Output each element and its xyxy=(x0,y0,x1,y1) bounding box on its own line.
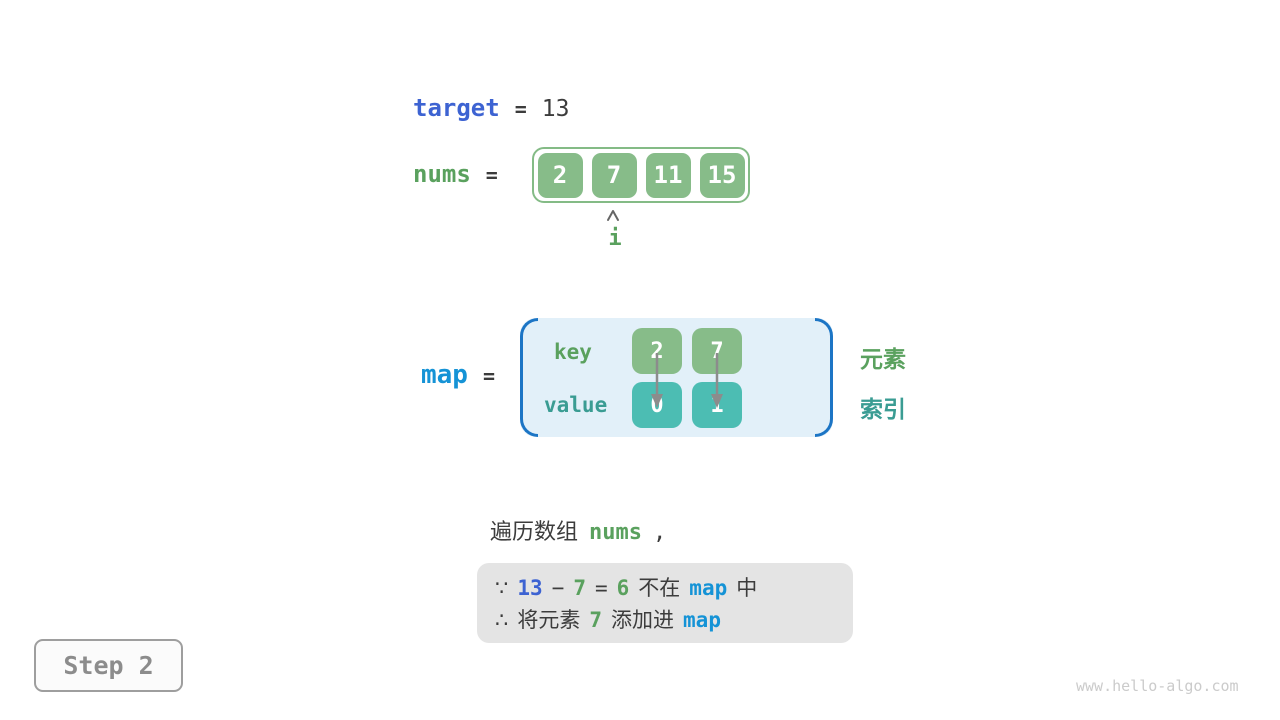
map-table: key value 2 7 0 1 xyxy=(520,318,833,437)
not-in-text: 不在 xyxy=(638,576,681,600)
traverse-caption: 遍历数组 nums , xyxy=(490,514,666,546)
map-value-row-label: value xyxy=(544,393,608,417)
minuend-value: 13 xyxy=(517,576,543,600)
map-code: map xyxy=(683,608,721,632)
map-right-bracket xyxy=(815,318,833,437)
caption-prefix: 遍历数组 xyxy=(490,520,579,545)
map-code: map xyxy=(689,576,728,600)
step-badge: Step 2 xyxy=(34,639,183,692)
therefore-symbol: ∴ xyxy=(495,608,509,632)
add-prefix-text: 将元素 xyxy=(517,608,581,632)
caption-nums-code: nums xyxy=(589,520,642,545)
index-pointer-arrow-icon xyxy=(607,210,619,221)
reasoning-note: ∵ 13 − 7 = 6 不在 map 中 ∴ 将元素 7 添加进 map xyxy=(477,563,853,643)
equals-sign: = xyxy=(594,576,608,600)
in-suffix-text: 中 xyxy=(736,576,758,600)
nums-label: nums xyxy=(413,160,471,188)
step-badge-label: Step 2 xyxy=(63,651,154,680)
target-label: target xyxy=(413,94,500,122)
index-side-label: 索引 xyxy=(860,397,906,423)
index-pointer-label: i xyxy=(608,226,622,251)
watermark: www.hello-algo.com xyxy=(1076,677,1239,695)
map-label: map xyxy=(421,360,468,390)
map-left-bracket xyxy=(520,318,538,437)
key-to-value-arrow-icon xyxy=(651,353,663,408)
nums-assignment: nums = xyxy=(413,160,498,188)
nums-equals-sign: = xyxy=(485,163,498,187)
add-action-text: 添加进 xyxy=(611,608,675,632)
array-cell: 2 xyxy=(537,152,583,198)
subtrahend-value: 7 xyxy=(573,576,586,600)
array-cell: 7 xyxy=(591,152,637,198)
array-cell: 15 xyxy=(699,152,745,198)
element-side-label: 元素 xyxy=(860,347,906,373)
array-cell: 11 xyxy=(645,152,691,198)
note-line-therefore: ∴ 将元素 7 添加进 map xyxy=(495,604,853,634)
difference-value: 6 xyxy=(616,576,630,600)
key-to-value-arrow-icon xyxy=(711,353,723,408)
map-equals-sign: = xyxy=(482,364,496,388)
target-equals-sign: = xyxy=(514,97,527,121)
nums-array: 2 7 11 15 xyxy=(532,147,750,203)
target-assignment: target = 13 xyxy=(413,94,569,122)
map-key-row-label: key xyxy=(554,340,592,364)
caption-comma: , xyxy=(653,520,667,545)
minus-sign: − xyxy=(551,576,565,600)
because-symbol: ∵ xyxy=(495,576,509,600)
target-value: 13 xyxy=(541,96,570,122)
element-value: 7 xyxy=(589,608,603,632)
note-line-because: ∵ 13 − 7 = 6 不在 map 中 xyxy=(495,572,853,602)
map-assignment: map = xyxy=(421,360,495,390)
